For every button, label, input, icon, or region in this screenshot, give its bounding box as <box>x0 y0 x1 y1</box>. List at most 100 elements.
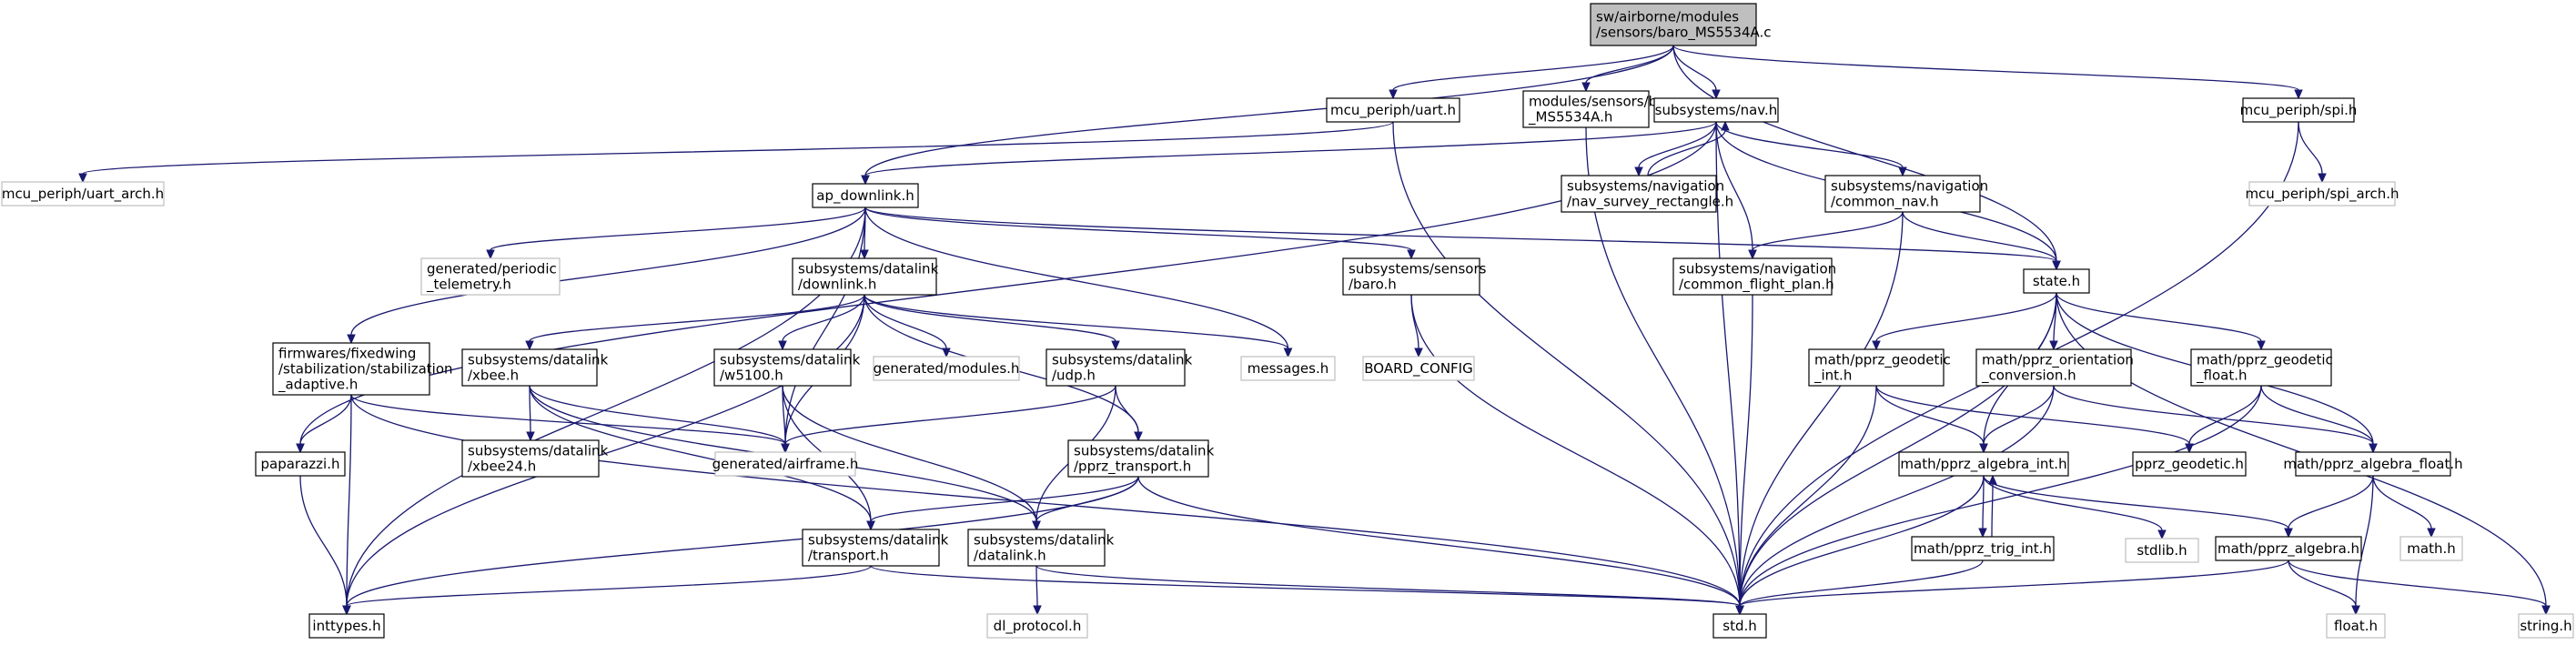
node-label-line: subsystems/nav.h <box>1655 102 1778 118</box>
node-label-line: math/pprz_orientation <box>1982 352 2134 369</box>
edge-line <box>1875 385 2190 445</box>
node-label-line: /stabilization/stabilization <box>278 361 453 378</box>
edge-arrowhead <box>2049 340 2058 351</box>
edge-line <box>1739 292 2057 607</box>
node-box <box>1898 451 2069 477</box>
node-label-line: subsystems/datalink <box>974 532 1115 549</box>
node-label-line: ap_downlink.h <box>816 187 914 205</box>
node-apdl[interactable]: ap_downlink.h <box>812 183 919 208</box>
node-label-line: modules/sensors/baro <box>1529 94 1679 110</box>
node-barohdr[interactable]: modules/sensors/baro_MS5534A.h <box>1522 90 1679 128</box>
node-orient[interactable]: math/pprz_orientation_conversion.h <box>1975 348 2134 387</box>
edge-geoint-to-algint <box>1875 385 1988 454</box>
edge-transport-to-stdh <box>870 565 1744 616</box>
node-label-line: _conversion.h <box>1981 368 2076 385</box>
edge-nav-to-navsurv <box>1634 121 1717 177</box>
node-geofloat[interactable]: math/pprz_geodetic_float.h <box>2190 348 2333 387</box>
node-pprztrans[interactable]: subsystems/datalink/pprz_transport.h <box>1067 439 1215 478</box>
edge-algebra-to-floath <box>2288 559 2360 616</box>
node-geoint[interactable]: math/pprz_geodetic_int.h <box>1808 348 1951 387</box>
node-stdlib: stdlib.h <box>2125 538 2199 563</box>
edge-stab-to-paparazzi <box>296 394 352 454</box>
edge-line <box>1739 385 2262 607</box>
edge-algint-to-algebra <box>1983 475 2293 539</box>
node-transport[interactable]: subsystems/datalink/transport.h <box>802 529 949 567</box>
node-nav[interactable]: subsystems/nav.h <box>1653 97 1779 123</box>
edge-line <box>1035 565 1741 607</box>
edge-datalink-to-stdh <box>1035 565 1744 616</box>
edge-orient-to-algint <box>1979 385 2055 454</box>
node-label-line: _adaptive.h <box>278 377 358 394</box>
edge-line <box>1739 559 2289 607</box>
node-stab[interactable]: firmwares/fixedwing/stabilization/stabil… <box>272 342 453 396</box>
edge-navsurv-to-nav <box>1647 120 1730 176</box>
node-commonnav[interactable]: subsystems/navigation/common_nav.h <box>1824 175 1988 213</box>
node-box <box>1046 348 1186 387</box>
node-label-line: subsystems/navigation <box>1679 261 1836 277</box>
node-spi[interactable]: mcu_periph/spi.h <box>2240 97 2358 123</box>
node-xbee[interactable]: subsystems/datalink/xbee.h <box>461 348 609 387</box>
node-label-line: /xbee24.h <box>468 459 536 475</box>
edge-arrowhead <box>525 340 534 351</box>
node-airframe: generated/airframe.h <box>712 451 858 477</box>
edge-line <box>864 45 1674 176</box>
node-paparazzi[interactable]: paparazzi.h <box>255 451 346 477</box>
node-sensbaro[interactable]: subsystems/sensors/baro.h <box>1342 257 1487 296</box>
node-label-line: pprz_geodetic.h <box>2135 456 2244 473</box>
node-dldownlink[interactable]: subsystems/datalink/downlink.h <box>792 257 939 296</box>
node-label-line: math/pprz_algebra_int.h <box>1900 456 2066 473</box>
node-label-line: subsystems/sensors <box>1349 261 1487 277</box>
node-root[interactable]: sw/airborne/modules/sensors/baro_MS5534A… <box>1590 3 1772 46</box>
edge-line <box>1638 121 1717 168</box>
node-label-line: /pprz_transport.h <box>1074 459 1191 476</box>
node-udp[interactable]: subsystems/datalink/udp.h <box>1046 348 1193 387</box>
edge-line <box>1983 475 2289 529</box>
edge-line <box>1392 121 1741 607</box>
node-algfloat[interactable]: math/pprz_algebra_float.h <box>2283 451 2463 477</box>
edge-arrowhead <box>1033 605 1042 616</box>
edge-line <box>870 565 1741 607</box>
node-geodetic[interactable]: pprz_geodetic.h <box>2132 451 2247 477</box>
node-state[interactable]: state.h <box>2023 268 2090 294</box>
node-label-line: subsystems/datalink <box>808 532 949 549</box>
edge-arrowhead <box>1634 166 1643 177</box>
node-label-line: stdlib.h <box>2137 542 2187 559</box>
node-trigint[interactable]: math/pprz_trig_int.h <box>1911 536 2055 561</box>
node-stringh: string.h <box>2518 613 2574 639</box>
node-box <box>802 529 940 567</box>
edge-arrowhead <box>1134 431 1143 442</box>
edge-line <box>2260 385 2374 445</box>
edge-line <box>1647 129 1726 176</box>
node-label-line: /w5100.h <box>720 368 783 384</box>
node-uart[interactable]: mcu_periph/uart.h <box>1326 97 1460 123</box>
edge-line <box>864 207 2057 262</box>
edge-line <box>1982 475 1985 529</box>
node-datalink[interactable]: subsystems/datalink/datalink.h <box>967 529 1115 567</box>
node-algebra[interactable]: math/pprz_algebra.h <box>2215 536 2362 561</box>
node-label-line: generated/modules.h <box>874 360 1020 377</box>
edge-line <box>2298 121 2323 175</box>
edge-arrowhead <box>1032 520 1041 531</box>
node-box <box>461 439 600 478</box>
edge-arrowhead <box>1283 348 1293 358</box>
node-box <box>2399 536 2463 561</box>
edge-arrowhead <box>1407 249 1416 260</box>
node-label-line: paparazzi.h <box>261 456 340 472</box>
node-stdh[interactable]: std.h <box>1712 613 1767 639</box>
node-inttypes[interactable]: inttypes.h <box>308 613 385 639</box>
edge-geoint-to-stdh <box>1735 385 1877 616</box>
edge-pprztrans-to-stdh <box>1137 476 1744 616</box>
edge-algint-to-trigint <box>1978 475 1987 539</box>
node-navsurv[interactable]: subsystems/navigation/nav_survey_rectang… <box>1561 175 1733 213</box>
edge-arrowhead <box>1735 605 1744 616</box>
node-xbee24[interactable]: subsystems/datalink/xbee24.h <box>461 439 609 478</box>
node-cfp[interactable]: subsystems/navigation/common_flight_plan… <box>1672 257 1836 296</box>
edge-arrowhead <box>296 443 305 454</box>
node-box <box>1590 3 1757 46</box>
node-label-line: subsystems/datalink <box>468 352 609 368</box>
edge-arrowhead <box>2351 605 2360 616</box>
node-algint[interactable]: math/pprz_algebra_int.h <box>1898 451 2069 477</box>
node-box <box>255 451 346 477</box>
node-box <box>1522 90 1650 128</box>
node-w5100[interactable]: subsystems/datalink/w5100.h <box>713 348 861 387</box>
